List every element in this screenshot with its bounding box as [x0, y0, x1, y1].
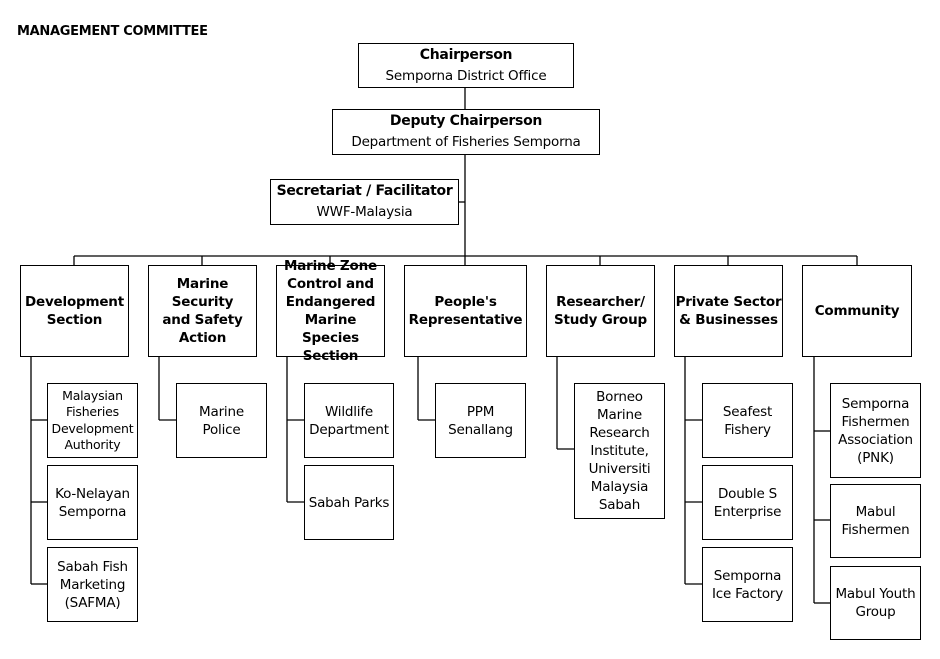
member-label: Semporna Fishermen Association (PNK) — [838, 395, 913, 466]
member-box: Marine Police — [176, 383, 267, 458]
member-label: Borneo Marine Research Institute, Univer… — [588, 389, 651, 513]
member-box: Semporna Ice Factory — [702, 547, 793, 622]
member-box: Borneo Marine Research Institute, Univer… — [574, 383, 665, 519]
deputy-chairperson-box: Deputy Chairperson Department of Fisheri… — [332, 109, 600, 155]
member-box: Malaysian Fisheries Development Authorit… — [47, 383, 138, 458]
member-box: Ko-Nelayan Semporna — [47, 465, 138, 540]
section-label: Researcher/ Study Group — [553, 294, 648, 328]
section-development: Development Section — [20, 265, 129, 357]
chairperson-org: Semporna District Office — [385, 67, 547, 84]
secretariat-box: Secretariat / Facilitator WWF-Malaysia — [270, 179, 459, 225]
deputy-chairperson-role: Deputy Chairperson — [389, 113, 543, 129]
member-box: Seafest Fishery — [702, 383, 793, 458]
member-label: Mabul Youth Group — [835, 586, 916, 620]
section-community: Community — [802, 265, 912, 357]
section-label: Marine Security and Safety Action — [162, 276, 243, 346]
member-box: Double S Enterprise — [702, 465, 793, 540]
member-box: Mabul Youth Group — [830, 566, 921, 640]
secretariat-org: WWF-Malaysia — [316, 204, 413, 220]
member-box: Sabah Fish Marketing (SAFMA) — [47, 547, 138, 622]
member-label: Semporna Ice Factory — [711, 567, 784, 602]
member-label: Double S Enterprise — [713, 485, 782, 520]
section-label: People's Representative — [408, 294, 523, 328]
section-label: Community — [814, 303, 900, 319]
member-label: Ko-Nelayan Semporna — [55, 485, 130, 520]
member-label: PPM Senallang — [448, 403, 513, 438]
section-private-sector: Private Sector & Businesses — [674, 265, 783, 357]
deputy-chairperson-org: Department of Fisheries Semporna — [351, 134, 581, 150]
page-title: MANAGEMENT COMMITTEE — [17, 24, 208, 39]
member-label: Wildlife Department — [309, 403, 389, 438]
member-box: Mabul Fishermen — [830, 484, 921, 558]
member-box: PPM Senallang — [435, 383, 526, 458]
section-label: Private Sector & Businesses — [675, 294, 782, 328]
section-researcher: Researcher/ Study Group — [546, 265, 655, 357]
member-box: Semporna Fishermen Association (PNK) — [830, 383, 921, 478]
section-label: Development Section — [25, 294, 124, 328]
member-box: Sabah Parks — [304, 465, 394, 540]
member-label: Marine Police — [199, 403, 244, 438]
section-label: Marine Zone Control and Endangered Marin… — [284, 258, 377, 364]
section-peoples-representative: People's Representative — [404, 265, 527, 357]
member-label: Malaysian Fisheries Development Authorit… — [51, 387, 134, 453]
member-label: Sabah Fish Marketing (SAFMA) — [57, 558, 128, 611]
member-label: Seafest Fishery — [722, 403, 773, 438]
section-marine-zone-control: Marine Zone Control and Endangered Marin… — [276, 258, 385, 364]
section-marine-security: Marine Security and Safety Action — [148, 265, 257, 357]
member-label: Sabah Parks — [308, 494, 390, 511]
member-label: Mabul Fishermen — [841, 504, 910, 538]
member-box: Wildlife Department — [304, 383, 394, 458]
chairperson-box: Chairperson Semporna District Office — [358, 43, 574, 88]
secretariat-role: Secretariat / Facilitator — [276, 183, 453, 199]
chairperson-role: Chairperson — [419, 46, 513, 63]
